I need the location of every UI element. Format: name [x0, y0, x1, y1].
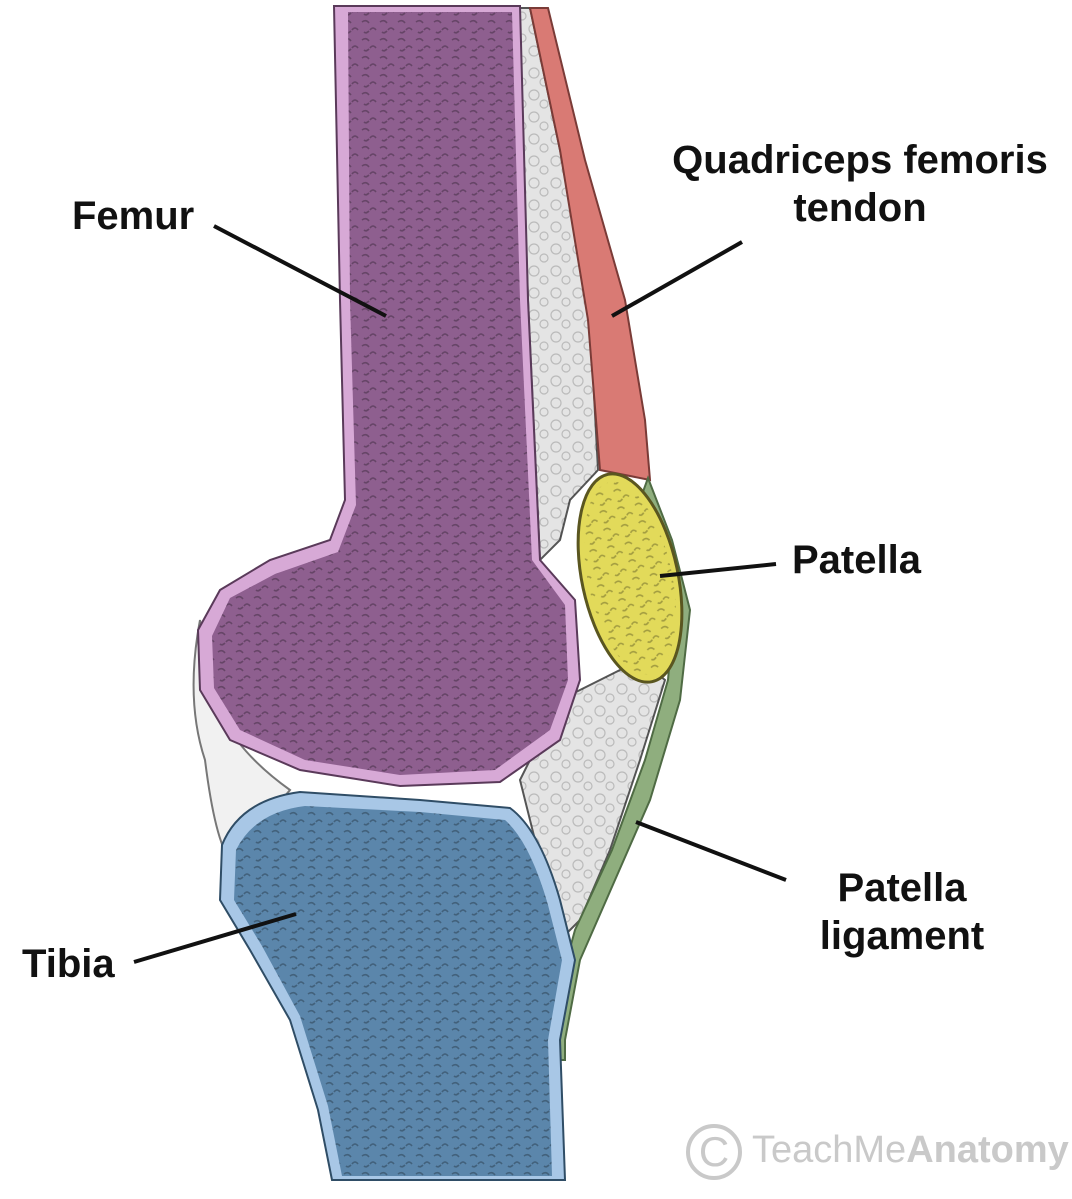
patella-ligament-leader-line [635, 820, 787, 882]
patella-texture [584, 481, 676, 675]
patella-ligament-label-line2: ligament [819, 914, 985, 958]
tibia-label: Tibia [22, 942, 115, 986]
patella-ligament-label-line1: Patella [837, 866, 967, 910]
femur-texture [212, 12, 568, 775]
tibia-texture [234, 806, 562, 1176]
watermark-brand-regular: TeachMe [752, 1129, 907, 1172]
patella-leader-line [659, 562, 777, 578]
quadriceps-femoris-tendon-label: Quadriceps femoris tendon [654, 136, 1066, 232]
patella-label: Patella [792, 538, 921, 582]
suprapatellar-fat-pad-texture [518, 8, 598, 560]
quadriceps-leader-line [611, 240, 743, 318]
copyright-icon: C [686, 1124, 742, 1180]
femur-leader-line [213, 224, 387, 318]
quadriceps-label-line2: tendon [793, 186, 927, 230]
quadriceps-tendon-shape [528, 7, 652, 482]
quadriceps-label-line1: Quadriceps femoris [672, 138, 1048, 182]
femur-label: Femur [72, 194, 195, 238]
watermark-brand-bold: Anatomy [906, 1129, 1069, 1172]
patella-ligament-label: Patella ligament [802, 864, 1002, 960]
tibia-leader-line [133, 912, 297, 964]
